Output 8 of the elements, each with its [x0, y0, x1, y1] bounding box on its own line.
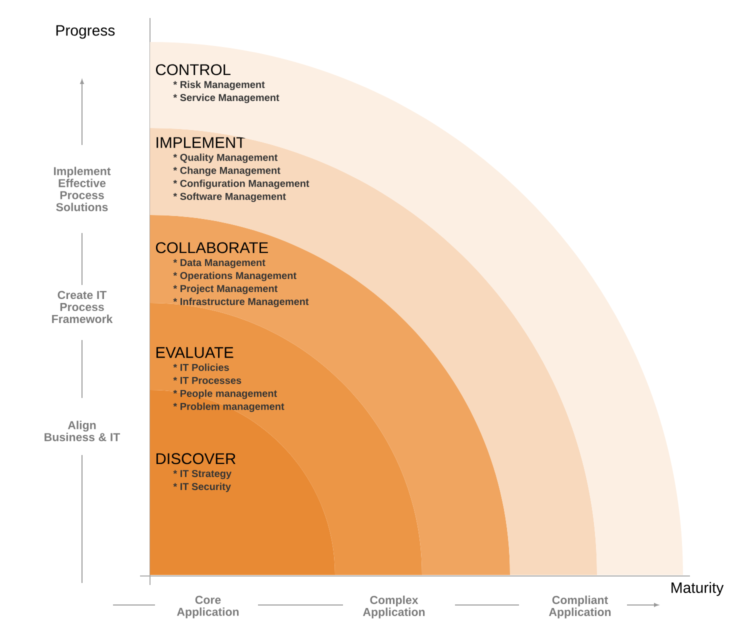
axis-label: Implement Effective Process Solutions [54, 166, 111, 212]
axis-label: Compliant Application [548, 596, 611, 618]
axis-label: Align Business & IT [44, 420, 120, 442]
axis-label: Core Application [176, 596, 239, 618]
axis-label: Complex Application [362, 596, 425, 618]
axis-label: Maturity [672, 582, 724, 596]
axis-label: Create IT Process Framework [52, 290, 113, 324]
axis-label: Progress [56, 25, 115, 39]
